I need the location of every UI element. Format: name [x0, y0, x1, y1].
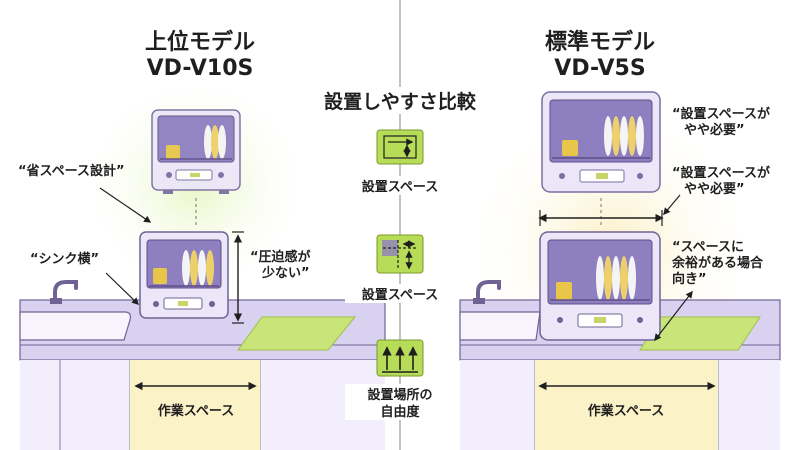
- callout-pressure-2: 少ない”: [262, 266, 310, 281]
- right-model-tier: 標準モデル: [544, 30, 655, 55]
- left-work-space-label: 作業スペース: [157, 404, 235, 419]
- comparison-title: 設置しやすさ比較: [300, 87, 500, 114]
- left-panel-art: [19, 70, 386, 450]
- comparison-label-1: 設置スペース: [345, 176, 455, 195]
- callout-space-1: “スペースに: [672, 240, 744, 255]
- callout-sink-side: “シンク横”: [30, 252, 100, 267]
- callout-top-1: “設置スペースが: [672, 107, 770, 122]
- comparison-label-3b: 自由度: [345, 401, 455, 420]
- callout-mid-2: やや必要”: [684, 182, 745, 197]
- left-model-tier: 上位モデル: [144, 30, 255, 55]
- center-icons: [376, 129, 424, 377]
- right-panel-art: [459, 91, 781, 450]
- callout-mid-1: “設置スペースが: [672, 166, 770, 181]
- right-model-name: VD-V5S: [554, 56, 646, 81]
- comparison-label-2: 設置スペース: [345, 284, 455, 303]
- comparison-label-3a: 設置場所の: [345, 384, 455, 403]
- callout-top-2: やや必要”: [684, 123, 745, 138]
- callout-save-space: “省スペース設計”: [18, 164, 125, 179]
- callout-space-3: 向き”: [672, 272, 707, 287]
- callout-pressure-1: “圧迫感が: [250, 250, 311, 265]
- left-model-name: VD-V10S: [146, 56, 254, 81]
- callout-space-2: 余裕がある場合: [672, 256, 764, 271]
- right-work-space-label: 作業スペース: [587, 404, 665, 419]
